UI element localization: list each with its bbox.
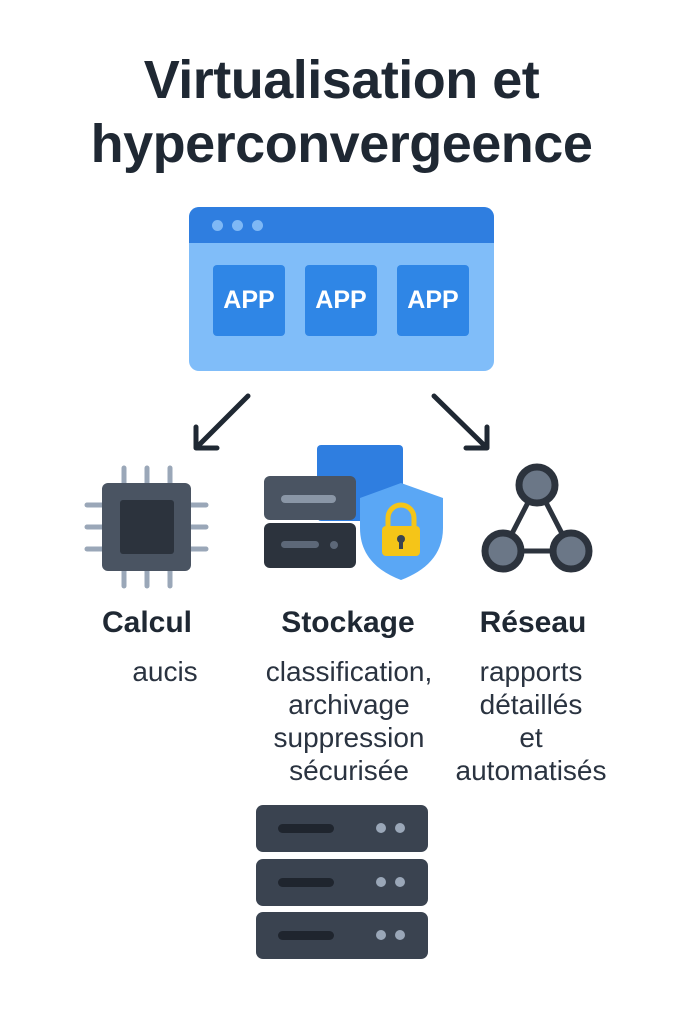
app-box: APP [305,265,377,336]
component-label-calcul: Calcul [101,606,193,639]
app-box: APP [213,265,285,336]
description-line: aucis [132,656,198,687]
description-line: classification, [265,656,433,687]
title-line-1: Virtualisation et [143,50,540,110]
window-dot-icon [212,220,223,231]
page-title: Virtualisation et hyperconvergeence [0,48,683,176]
window-dot-icon [252,220,263,231]
description-line: et [519,722,543,753]
description-line: rapports [479,656,583,687]
description-line: sécurisée [289,755,409,786]
window-dot-icon [232,220,243,231]
component-label-stockage: Stockage [281,606,415,639]
server-unit-icon [256,859,428,906]
network-triangle-icon [481,463,593,573]
description-line: suppression [273,722,425,753]
description-line: archivage [288,689,410,720]
server-unit-icon [256,805,428,852]
arrow-right-down-icon [431,393,490,451]
component-label-reseau: Réseau [479,606,587,639]
description-line: automatisés [455,755,607,786]
storage-shield-icon [264,445,443,580]
cpu-chip-icon [84,465,209,589]
description-line: détaillés [479,689,583,720]
server-unit-icon [256,912,428,959]
title-line-2: hyperconvergeence [90,114,593,174]
virtualization-window: APP APP APP [189,207,494,371]
window-title-bar [189,207,494,243]
component-description-stockage: classification, archivage suppression sé… [266,655,433,787]
component-description-calcul: aucis [132,655,197,688]
app-box: APP [397,265,469,336]
arrow-left-down-icon [193,393,251,451]
component-description-reseau: rapports détaillés et automatisés [456,655,607,787]
